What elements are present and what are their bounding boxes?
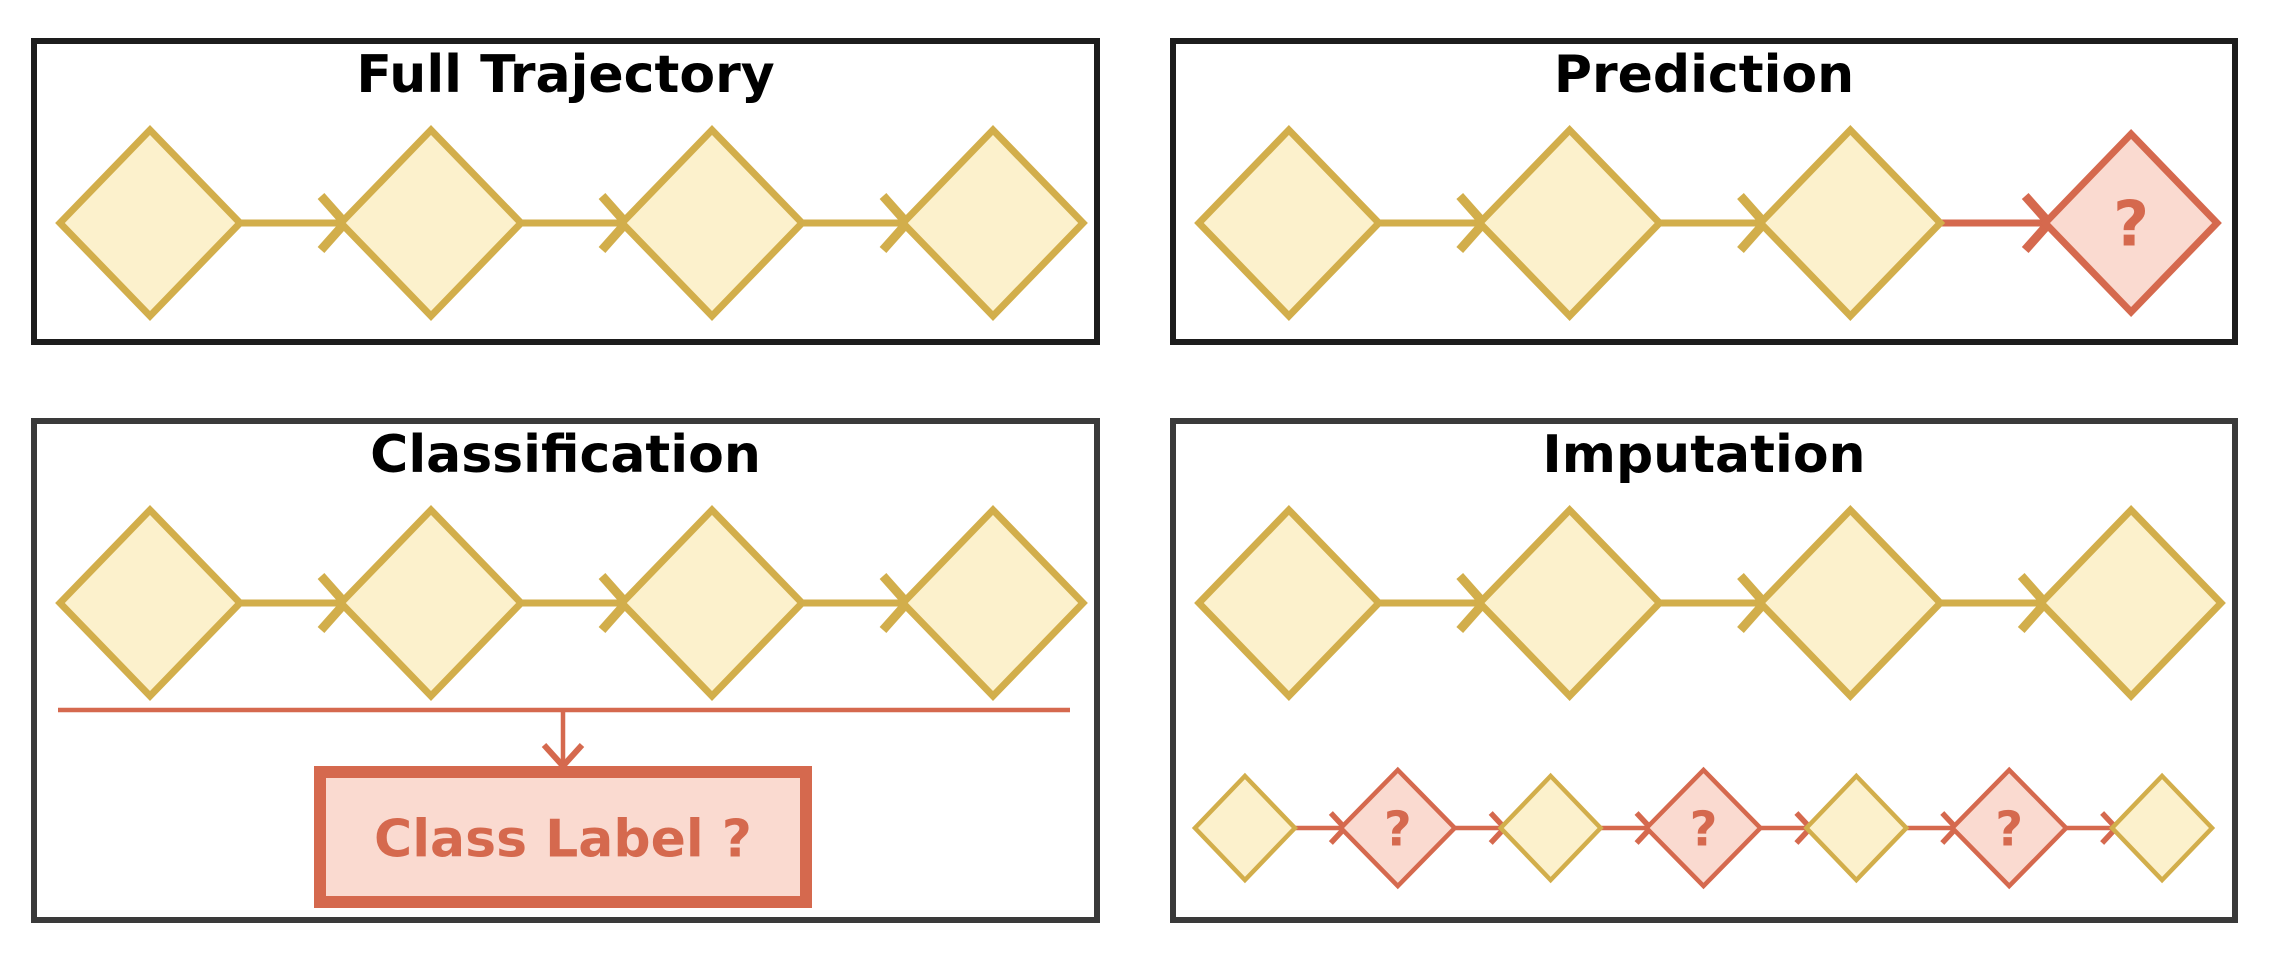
observed-node	[2036, 504, 2226, 702]
observed-node	[336, 504, 526, 702]
observed-node	[1755, 124, 1946, 322]
unknown-node-label: ?	[1995, 801, 2023, 857]
panel-title-full-trajectory: Full Trajectory	[356, 45, 775, 105]
classification-diagram: Class Label ?	[55, 504, 1088, 908]
class-label-box	[314, 766, 812, 908]
unknown-node-label: ?	[1690, 801, 1718, 857]
observed-node	[1474, 124, 1665, 322]
observed-node	[55, 504, 245, 702]
class-label-text: Class Label ?	[374, 810, 752, 870]
panel-title-classification: Classification	[370, 425, 761, 485]
observed-node	[1194, 124, 1384, 322]
unknown-node	[2040, 128, 2222, 318]
panel-title-prediction: Prediction	[1553, 45, 1855, 105]
observed-node	[898, 124, 1088, 322]
imputation-diagram: ???	[1191, 504, 2226, 890]
unknown-node	[1337, 766, 1458, 890]
panel-title-imputation: Imputation	[1542, 425, 1866, 485]
observed-node	[1497, 772, 1604, 884]
panel-full-trajectory: Full Trajectory	[31, 38, 1100, 345]
unknown-node-label: ?	[2113, 187, 2149, 260]
observed-node	[1755, 504, 1946, 702]
observed-node	[55, 124, 245, 322]
full-trajectory-diagram	[55, 124, 1088, 322]
unknown-node	[1949, 766, 2070, 890]
observed-node	[617, 504, 807, 702]
panel-prediction: Prediction ?	[1170, 38, 2238, 345]
observed-node	[2108, 772, 2216, 884]
observed-node	[898, 504, 1088, 702]
observed-node	[617, 124, 807, 322]
panel-classification: Classification Class Label ?	[31, 418, 1100, 923]
observed-node	[1803, 772, 1910, 884]
observed-node	[1474, 504, 1665, 702]
observed-node	[1191, 772, 1299, 884]
observed-node	[336, 124, 526, 322]
observed-node	[1194, 504, 1384, 702]
unknown-node	[1643, 766, 1764, 890]
prediction-diagram: ?	[1194, 124, 2222, 322]
panel-imputation: Imputation ???	[1170, 418, 2238, 923]
unknown-node-label: ?	[1384, 801, 1412, 857]
